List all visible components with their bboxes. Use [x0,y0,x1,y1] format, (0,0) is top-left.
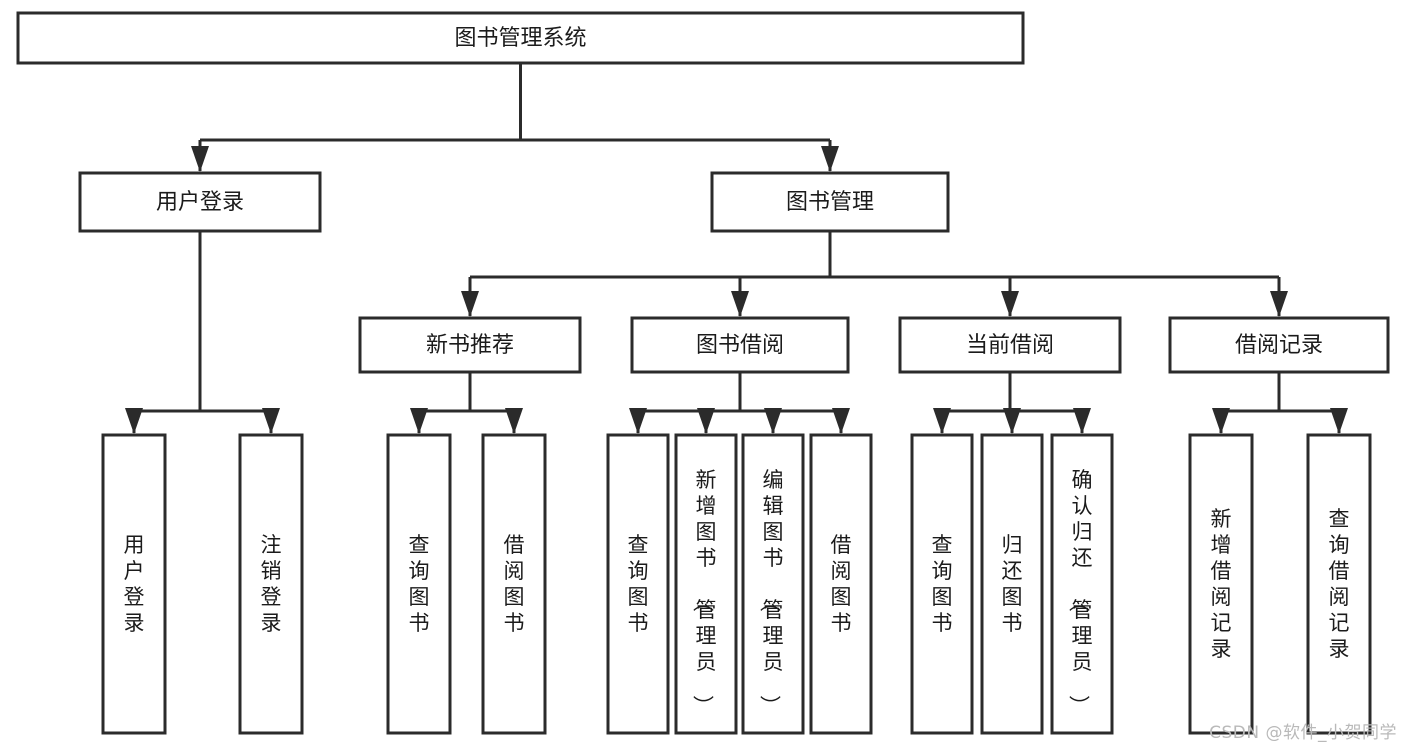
leaf-user-login-0-label: 用户登录 [124,533,145,635]
leaf-book-borrow-0-rect[interactable] [606,433,670,735]
node-level3-book-borrow[interactable]: 图书借阅 [630,316,850,374]
node-level2-book-management[interactable]: 图书管理 [710,171,950,233]
leaf-book-borrow-3-rect[interactable] [809,433,873,735]
leaf-new-book-recommend-1[interactable]: 借阅图书 [481,433,547,735]
node-root-rect[interactable] [16,11,1025,65]
node-level3-book-borrow-rect[interactable] [630,316,850,374]
leaf-user-login-1-rect[interactable] [238,433,304,735]
leaf-book-borrow-1-label: 新增图书（管理员） [691,468,717,716]
leaf-new-book-recommend-0-label: 查询图书 [409,533,430,635]
leaf-borrow-record-1-rect[interactable] [1306,433,1372,735]
leaf-book-borrow-2-rect[interactable] [741,433,805,735]
leaf-borrow-record-1[interactable]: 查询借阅记录 [1306,433,1372,735]
node-layer: 图书管理系统用户登录图书管理新书推荐图书借阅当前借阅借阅记录用户登录注销登录查询… [16,11,1390,735]
node-level3-borrow-record-label: 借阅记录 [1235,333,1323,358]
node-level3-book-borrow-label: 图书借阅 [696,333,784,358]
node-level2-book-management-rect[interactable] [710,171,950,233]
node-level2-user-login-label: 用户登录 [156,190,244,215]
node-level2-user-login[interactable]: 用户登录 [78,171,322,233]
node-level3-borrow-record-rect[interactable] [1168,316,1390,374]
leaf-current-borrow-2-rect[interactable] [1050,433,1114,735]
leaf-current-borrow-2[interactable]: 确认归还（管理员） [1050,433,1114,735]
leaf-current-borrow-0[interactable]: 查询图书 [910,433,974,735]
node-level2-user-login-rect[interactable] [78,171,322,233]
leaf-book-borrow-2[interactable]: 编辑图书（管理员） [741,433,805,735]
leaf-current-borrow-1-label: 归还图书 [1002,533,1023,635]
leaf-new-book-recommend-0[interactable]: 查询图书 [386,433,452,735]
leaf-book-borrow-2-label: 编辑图书（管理员） [758,468,784,716]
node-level3-current-borrow-rect[interactable] [898,316,1122,374]
leaf-book-borrow-3-label: 借阅图书 [831,533,852,635]
leaf-user-login-1[interactable]: 注销登录 [238,433,304,735]
leaf-new-book-recommend-0-rect[interactable] [386,433,452,735]
node-level3-borrow-record[interactable]: 借阅记录 [1168,316,1390,374]
leaf-current-borrow-2-label: 确认归还（管理员） [1067,468,1093,716]
node-level3-new-book-recommend-rect[interactable] [358,316,582,374]
leaf-book-borrow-0[interactable]: 查询图书 [606,433,670,735]
leaf-current-borrow-1-rect[interactable] [980,433,1044,735]
leaf-new-book-recommend-1-rect[interactable] [481,433,547,735]
node-root-label: 图书管理系统 [454,26,586,51]
leaf-current-borrow-0-label: 查询图书 [932,533,953,635]
connector-layer [125,63,1348,434]
leaf-book-borrow-1-rect[interactable] [674,433,738,735]
node-level3-new-book-recommend[interactable]: 新书推荐 [358,316,582,374]
leaf-new-book-recommend-1-label: 借阅图书 [504,533,525,635]
node-level2-book-management-label: 图书管理 [786,190,874,215]
leaf-book-borrow-3[interactable]: 借阅图书 [809,433,873,735]
leaf-borrow-record-0-rect[interactable] [1188,433,1254,735]
leaf-borrow-record-1-label: 查询借阅记录 [1329,507,1350,661]
node-level3-current-borrow-label: 当前借阅 [966,333,1054,358]
leaf-book-borrow-0-label: 查询图书 [628,533,649,635]
node-level3-current-borrow[interactable]: 当前借阅 [898,316,1122,374]
leaf-borrow-record-0[interactable]: 新增借阅记录 [1188,433,1254,735]
leaf-book-borrow-1[interactable]: 新增图书（管理员） [674,433,738,735]
node-root[interactable]: 图书管理系统 [16,11,1025,65]
leaf-current-borrow-1[interactable]: 归还图书 [980,433,1044,735]
leaf-user-login-0-rect[interactable] [101,433,167,735]
leaf-borrow-record-0-label: 新增借阅记录 [1211,507,1232,661]
node-level3-new-book-recommend-label: 新书推荐 [426,333,514,358]
leaf-user-login-0[interactable]: 用户登录 [101,433,167,735]
leaf-current-borrow-0-rect[interactable] [910,433,974,735]
leaf-user-login-1-label: 注销登录 [261,533,282,635]
